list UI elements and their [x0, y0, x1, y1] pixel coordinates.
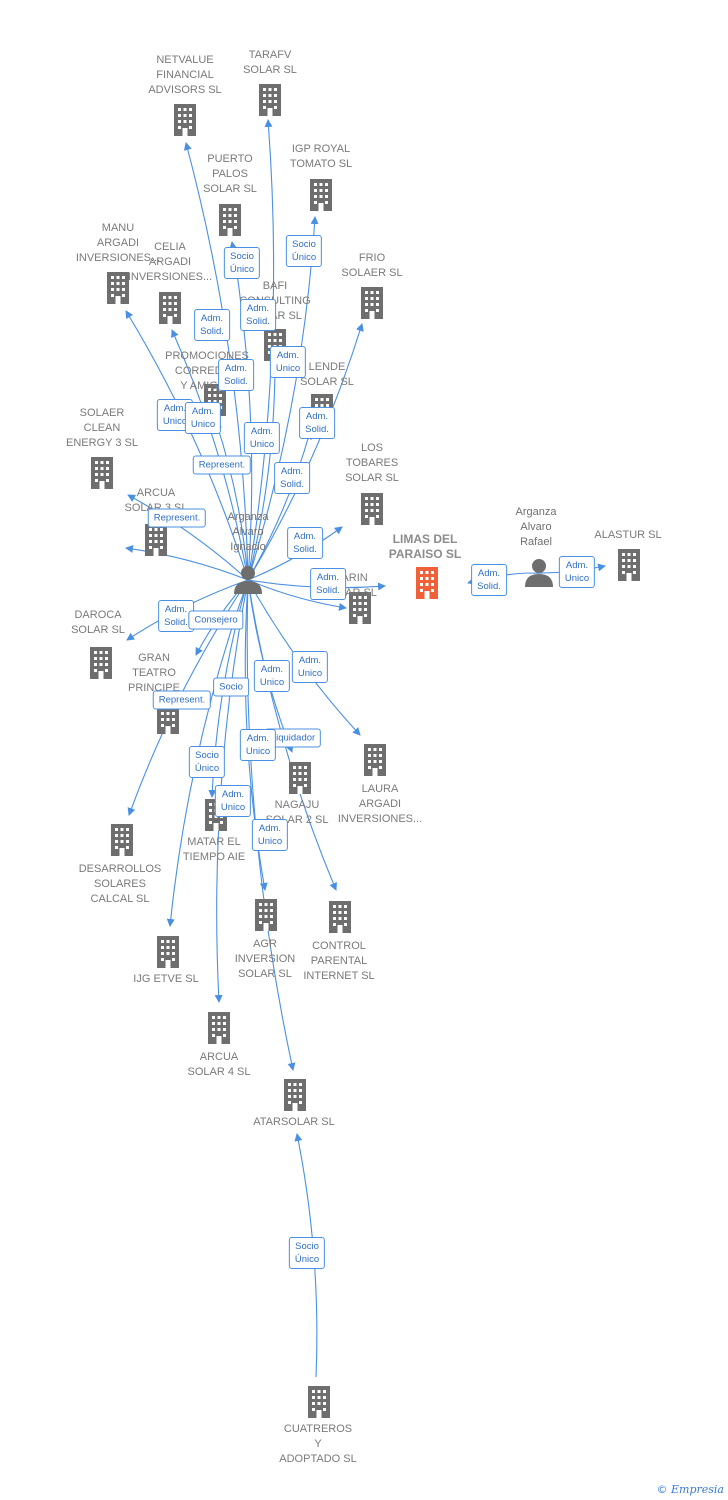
edge-arganza_i-arcua3 — [125, 544, 249, 581]
node-label-puerto[interactable]: PUERTO PALOS SOLAR SL — [203, 153, 257, 195]
building-icon-solaer[interactable] — [91, 457, 113, 489]
building-icon-cuatreros[interactable] — [308, 1386, 330, 1418]
brand-name: Empresia — [671, 1483, 724, 1496]
building-icon-netvalue[interactable] — [174, 104, 196, 136]
node-label-matar[interactable]: MATAR EL TIEMPO AIE — [182, 836, 246, 863]
building-icon-control[interactable] — [329, 901, 351, 933]
relation-label-tobares: Adm. Solid. — [274, 462, 310, 494]
relation-label-limas: Adm. Solid. — [471, 564, 507, 596]
edge-arganza_i-lende — [247, 431, 312, 581]
node-label-atarsolar[interactable]: ATARSOLAR SL — [253, 1116, 335, 1128]
node-label-desarrollos[interactable]: DESARROLLOS SOLARES CALCAL SL — [78, 863, 162, 905]
node-label-lende[interactable]: LENDE SOLAR SL — [300, 361, 354, 388]
relation-label-puerto: Adm. Solid. — [194, 309, 230, 341]
building-icon-agr[interactable] — [255, 899, 277, 931]
copyright-symbol: © — [656, 1483, 668, 1496]
node-label-daroca[interactable]: DAROCA SOLAR SL — [71, 609, 125, 636]
relation-label-solaer: Represent. — [192, 455, 252, 475]
node-label-control[interactable]: CONTROL PARENTAL INTERNET SL — [303, 940, 375, 982]
node-label-solaer[interactable]: SOLAER CLEAN ENERGY 3 SL — [66, 407, 138, 449]
edge-arganza_i-puerto — [229, 241, 253, 581]
relation-label-limas: Adm. Solid. — [287, 527, 323, 559]
relation-label-celia: Adm. Solid. — [240, 299, 276, 331]
building-icon-atarsolar[interactable] — [284, 1079, 306, 1111]
relation-label-alastur: Adm. Unico — [558, 556, 596, 588]
building-icon-ijg[interactable] — [157, 936, 179, 968]
building-icon-limas[interactable] — [416, 567, 438, 599]
person-icon-arganza_i[interactable] — [234, 566, 262, 594]
building-icon-arcua4[interactable] — [208, 1012, 230, 1044]
node-label-arganza_r[interactable]: Arganza Alvaro Rafael — [515, 506, 557, 548]
node-label-netvalue[interactable]: NETVALUE FINANCIAL ADVISORS SL — [148, 54, 222, 96]
node-label-alastur[interactable]: ALASTUR SL — [594, 529, 662, 541]
node-label-gran[interactable]: GRAN TEATRO PRINCIPE — [128, 652, 180, 694]
node-label-cuatreros[interactable]: CUATREROS Y ADOPTADO SL — [279, 1423, 357, 1465]
relation-label-ijg: Socio Único — [188, 746, 226, 778]
relation-label-frio: Adm. Unico — [269, 346, 307, 378]
edge-arganza_i-manu — [125, 310, 249, 581]
building-icon-tobares[interactable] — [361, 493, 383, 525]
relation-label-agr: Adm. Unico — [253, 660, 291, 692]
node-label-arcua4[interactable]: ARCUA SOLAR 4 SL — [187, 1051, 251, 1078]
building-icon-daroca[interactable] — [90, 647, 112, 679]
relation-label-matar: Socio — [213, 677, 249, 697]
relation-label-atarsolar: Socio Único — [288, 1237, 326, 1269]
node-label-limas[interactable]: LIMAS DEL PARAISO SL — [388, 532, 462, 561]
node-label-manu[interactable]: MANU ARGADI INVERSIONES... — [75, 222, 161, 264]
relation-label-control: Adm. Unico — [239, 729, 277, 761]
relation-label-arcua4: Adm. Unico — [214, 785, 252, 817]
edge-arganza_i-celia — [171, 329, 249, 581]
building-icon-igp[interactable] — [310, 179, 332, 211]
building-icon-arcua3[interactable] — [145, 524, 167, 556]
edge-arganza_i-bafi — [247, 366, 279, 581]
node-label-frio[interactable]: FRIO SOLAER SL — [341, 252, 403, 279]
node-label-igp[interactable]: IGP ROYAL TOMATO SL — [289, 143, 353, 170]
node-label-agr[interactable]: AGR INVERSION SOLAR SL — [234, 938, 296, 980]
brand-logo[interactable]: © Empresia — [657, 1483, 725, 1496]
building-icon-celia[interactable] — [159, 292, 181, 324]
node-label-tarafv[interactable]: TARAFV SOLAR SL — [243, 49, 297, 76]
building-icon-laura[interactable] — [364, 744, 386, 776]
node-label-celia[interactable]: CELIA ARGADI INVERSIONES... — [127, 241, 213, 283]
relation-label-bafi: Adm. Solid. — [218, 359, 254, 391]
building-icon-alastur[interactable] — [618, 549, 640, 581]
node-label-laura[interactable]: LAURA ARGADI INVERSIONES... — [337, 783, 423, 825]
node-label-arganza_i[interactable]: Arganza Alvaro Ignacio — [227, 511, 269, 553]
building-icon-frio[interactable] — [361, 287, 383, 319]
building-icon-nagaju[interactable] — [289, 762, 311, 794]
node-label-tobares[interactable]: LOS TOBARES SOLAR SL — [345, 442, 399, 484]
relation-label-igp: Socio Único — [285, 235, 323, 267]
building-icon-puerto[interactable] — [219, 204, 241, 236]
edge-arganza_i-solaer — [127, 494, 249, 581]
relation-label-atarsolar: Adm. Unico — [251, 819, 289, 851]
relation-label-arcua3: Represent. — [147, 508, 207, 528]
relation-label-marin: Adm. Solid. — [310, 568, 346, 600]
building-icon-manu[interactable] — [107, 272, 129, 304]
relation-label-promociones: Adm. Unico — [243, 422, 281, 454]
node-label-ijg[interactable]: IJG ETVE SL — [133, 973, 199, 985]
relation-label-tarafv: Socio Único — [223, 247, 261, 279]
relation-label-manu: Adm. Unico — [184, 402, 222, 434]
building-icon-tarafv[interactable] — [259, 84, 281, 116]
relation-label-lende: Adm. Solid. — [299, 407, 335, 439]
relation-label-desarrollos: Represent. — [152, 690, 212, 710]
edge-arganza_i-frio — [247, 323, 364, 581]
edge-arganza_i-promociones — [214, 421, 249, 581]
building-icon-desarrollos[interactable] — [111, 824, 133, 856]
relation-label-gran: Consejero — [188, 610, 244, 630]
relation-label-laura: Adm. Unico — [291, 651, 329, 683]
